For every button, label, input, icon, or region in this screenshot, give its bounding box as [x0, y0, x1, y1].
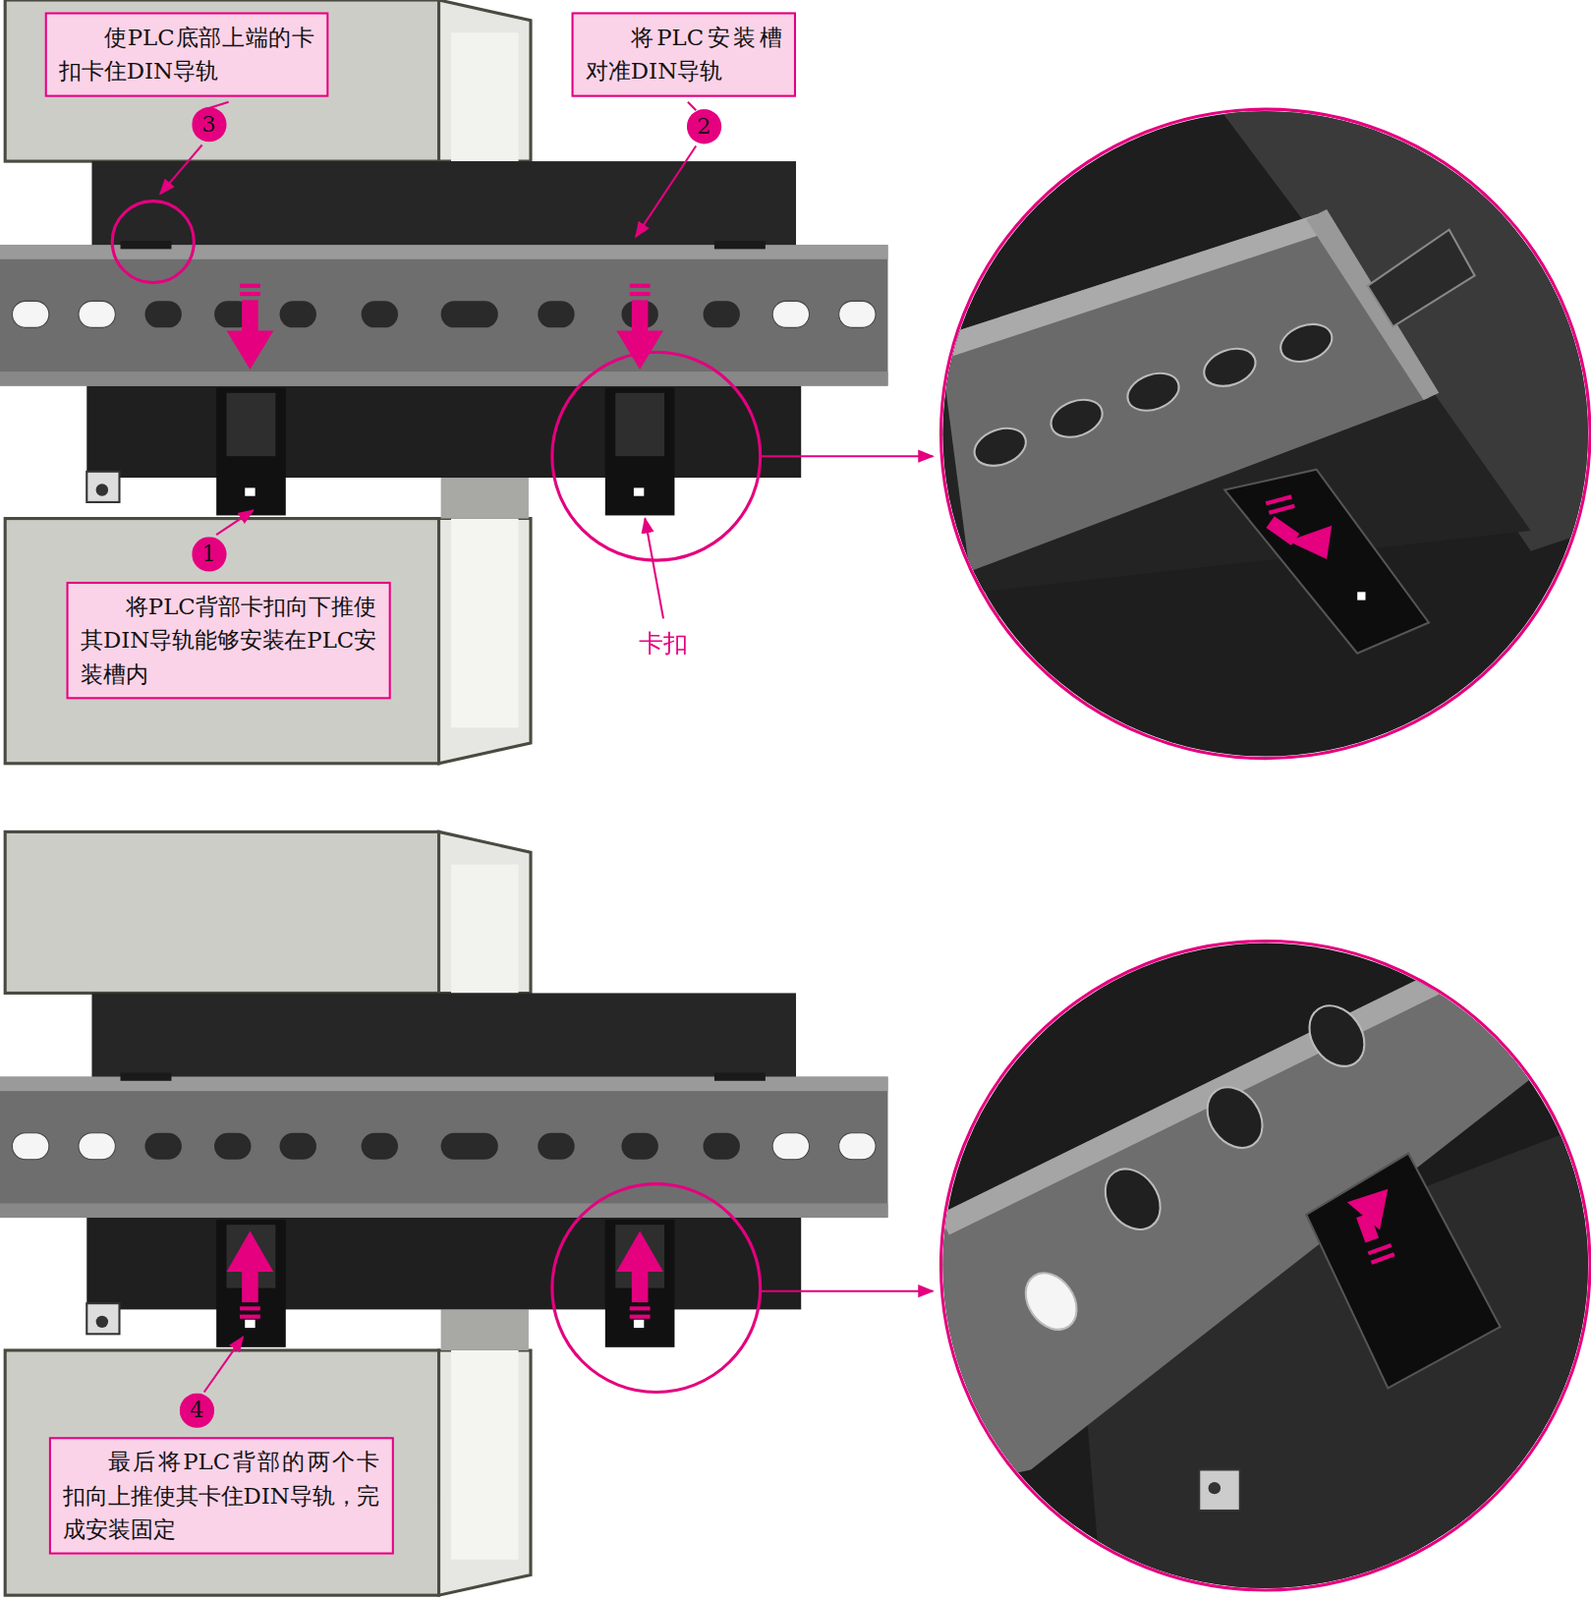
part-label-text: 卡扣 [638, 628, 688, 658]
instruction-text: 将PLC安装槽对准DIN导轨 [585, 20, 782, 89]
callout-number-text: 3 [202, 113, 218, 136]
callout-number: 1 [191, 536, 227, 571]
instruction-box: 将PLC背部卡扣向下推使其DIN导轨能够安装在PLC安装槽内 [66, 581, 392, 699]
callout-number-text: 4 [189, 1399, 205, 1422]
instruction-text: 将PLC背部卡扣向下推使其DIN导轨能够安装在PLC安装槽内 [80, 589, 377, 691]
instruction-text: 使PLC底部上端的卡扣卡住DIN导轨 [58, 20, 315, 89]
instruction-box: 使PLC底部上端的卡扣卡住DIN导轨 [45, 11, 330, 97]
instruction-box: 最后将PLC背部的两个卡扣向上推使其卡住DIN导轨，完成安装固定 [49, 1436, 395, 1554]
instruction-box: 将PLC安装槽对准DIN导轨 [571, 11, 796, 97]
part-label: 卡扣 [638, 626, 688, 660]
callout-number: 2 [686, 109, 722, 144]
callout-number: 4 [179, 1393, 215, 1428]
instruction-text: 最后将PLC背部的两个卡扣向上推使其卡住DIN导轨，完成安装固定 [62, 1445, 380, 1547]
callout-number-text: 1 [202, 542, 218, 566]
callout-number: 3 [191, 107, 227, 142]
callout-number-text: 2 [696, 114, 712, 138]
